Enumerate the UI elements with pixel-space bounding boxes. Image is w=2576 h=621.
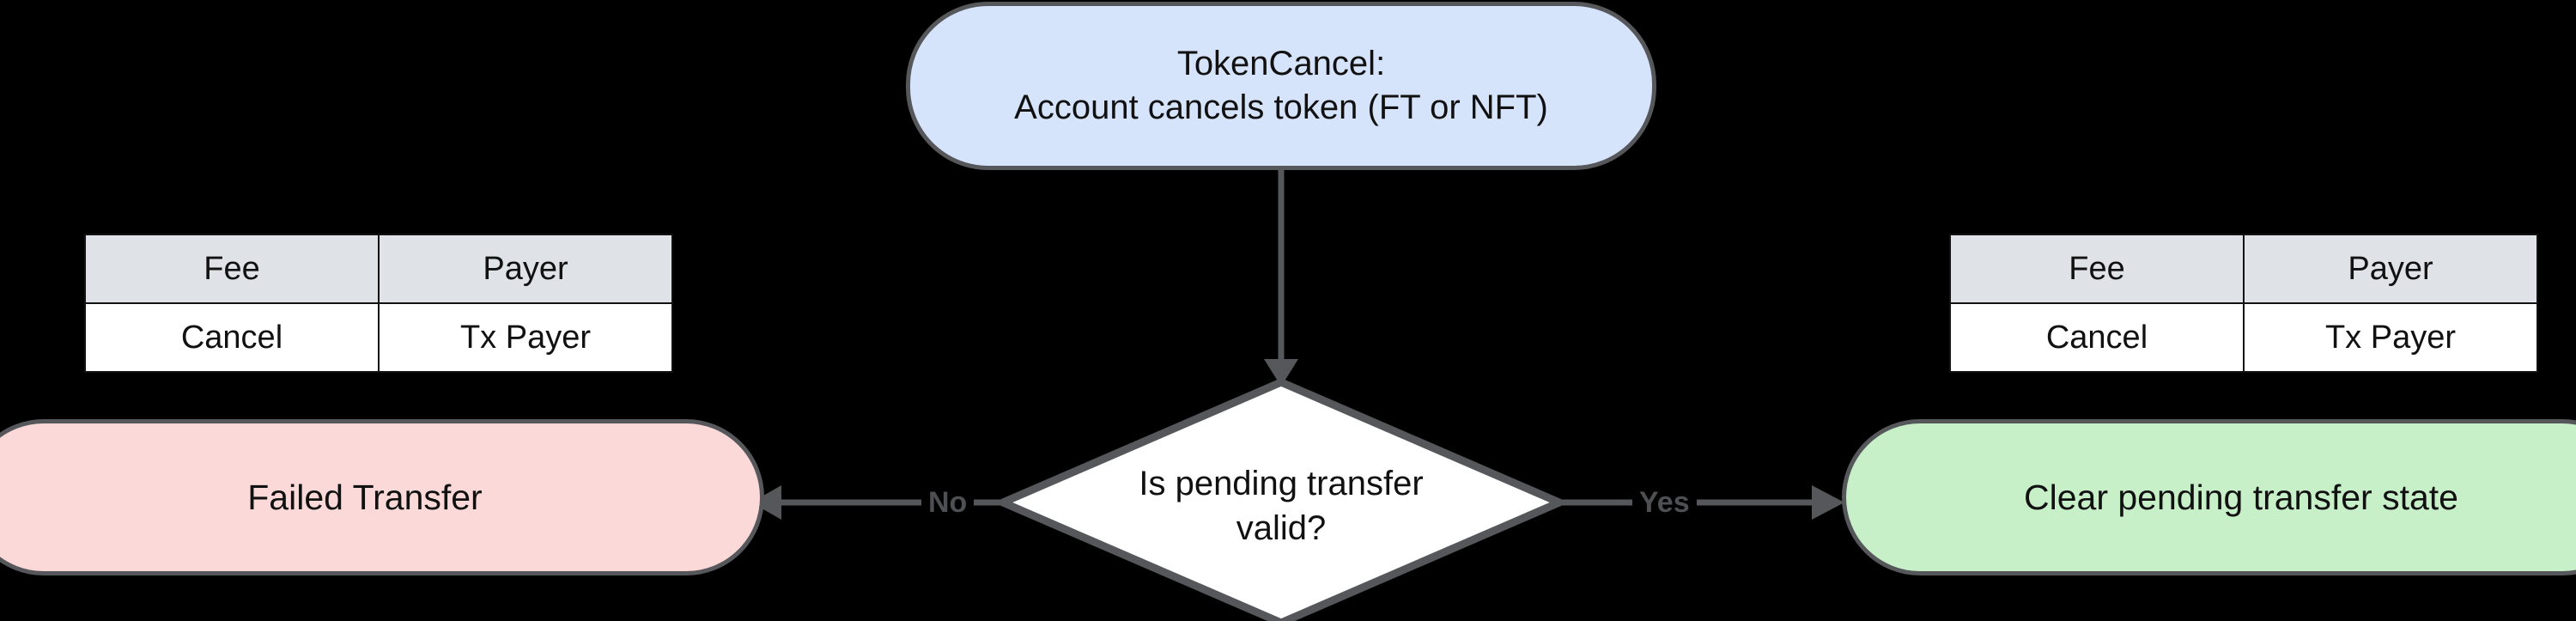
edge-label-yes: Yes [1632, 486, 1697, 520]
fee-table-right-header-fee: Fee [1949, 234, 2245, 304]
fee-table-left-row: Cancel Tx Payer [84, 302, 673, 373]
node-token-cancel-line1: TokenCancel: [1176, 44, 1386, 82]
fee-table-left-header-row: Fee Payer [84, 234, 673, 304]
node-failed-transfer[interactable]: Failed Transfer [0, 419, 764, 575]
fee-table-right-header-payer: Payer [2243, 234, 2538, 304]
edge-start-to-decision [1264, 170, 1298, 387]
node-failed-transfer-label: Failed Transfer [247, 477, 483, 517]
fee-table-right-cell-payer: Tx Payer [2243, 302, 2538, 373]
node-token-cancel-line2: Account cancels token (FT or NFT) [1014, 88, 1548, 126]
edge-label-no: No [921, 486, 975, 520]
node-token-cancel[interactable]: TokenCancel: Account cancels token (FT o… [906, 2, 1656, 170]
edge-decision-to-clear [1559, 485, 1844, 520]
node-clear-pending-transfer-state-label: Clear pending transfer state [2024, 477, 2458, 517]
node-decision-label: Is pending transfer valid? [1139, 465, 1424, 547]
fee-table-right-cell-fee: Cancel [1949, 302, 2245, 373]
fee-table-right-header-row: Fee Payer [1949, 234, 2538, 304]
fee-table-left-cell-payer: Tx Payer [378, 302, 673, 373]
node-clear-pending-transfer-state[interactable]: Clear pending transfer state [1842, 419, 2576, 575]
decision-diamond-shape [999, 378, 1564, 621]
fee-table-left-cell-fee: Cancel [84, 302, 380, 373]
node-decision-pending-transfer-valid[interactable]: Is pending transfer valid? [999, 378, 1564, 621]
node-token-cancel-label: TokenCancel: Account cancels token (FT o… [910, 42, 1652, 130]
fee-table-right: Fee Payer Cancel Tx Payer [1949, 234, 2538, 373]
fee-table-left: Fee Payer Cancel Tx Payer [84, 234, 673, 373]
fee-table-left-header-fee: Fee [84, 234, 380, 304]
fee-table-left-header-payer: Payer [378, 234, 673, 304]
fee-table-right-row: Cancel Tx Payer [1949, 302, 2538, 373]
